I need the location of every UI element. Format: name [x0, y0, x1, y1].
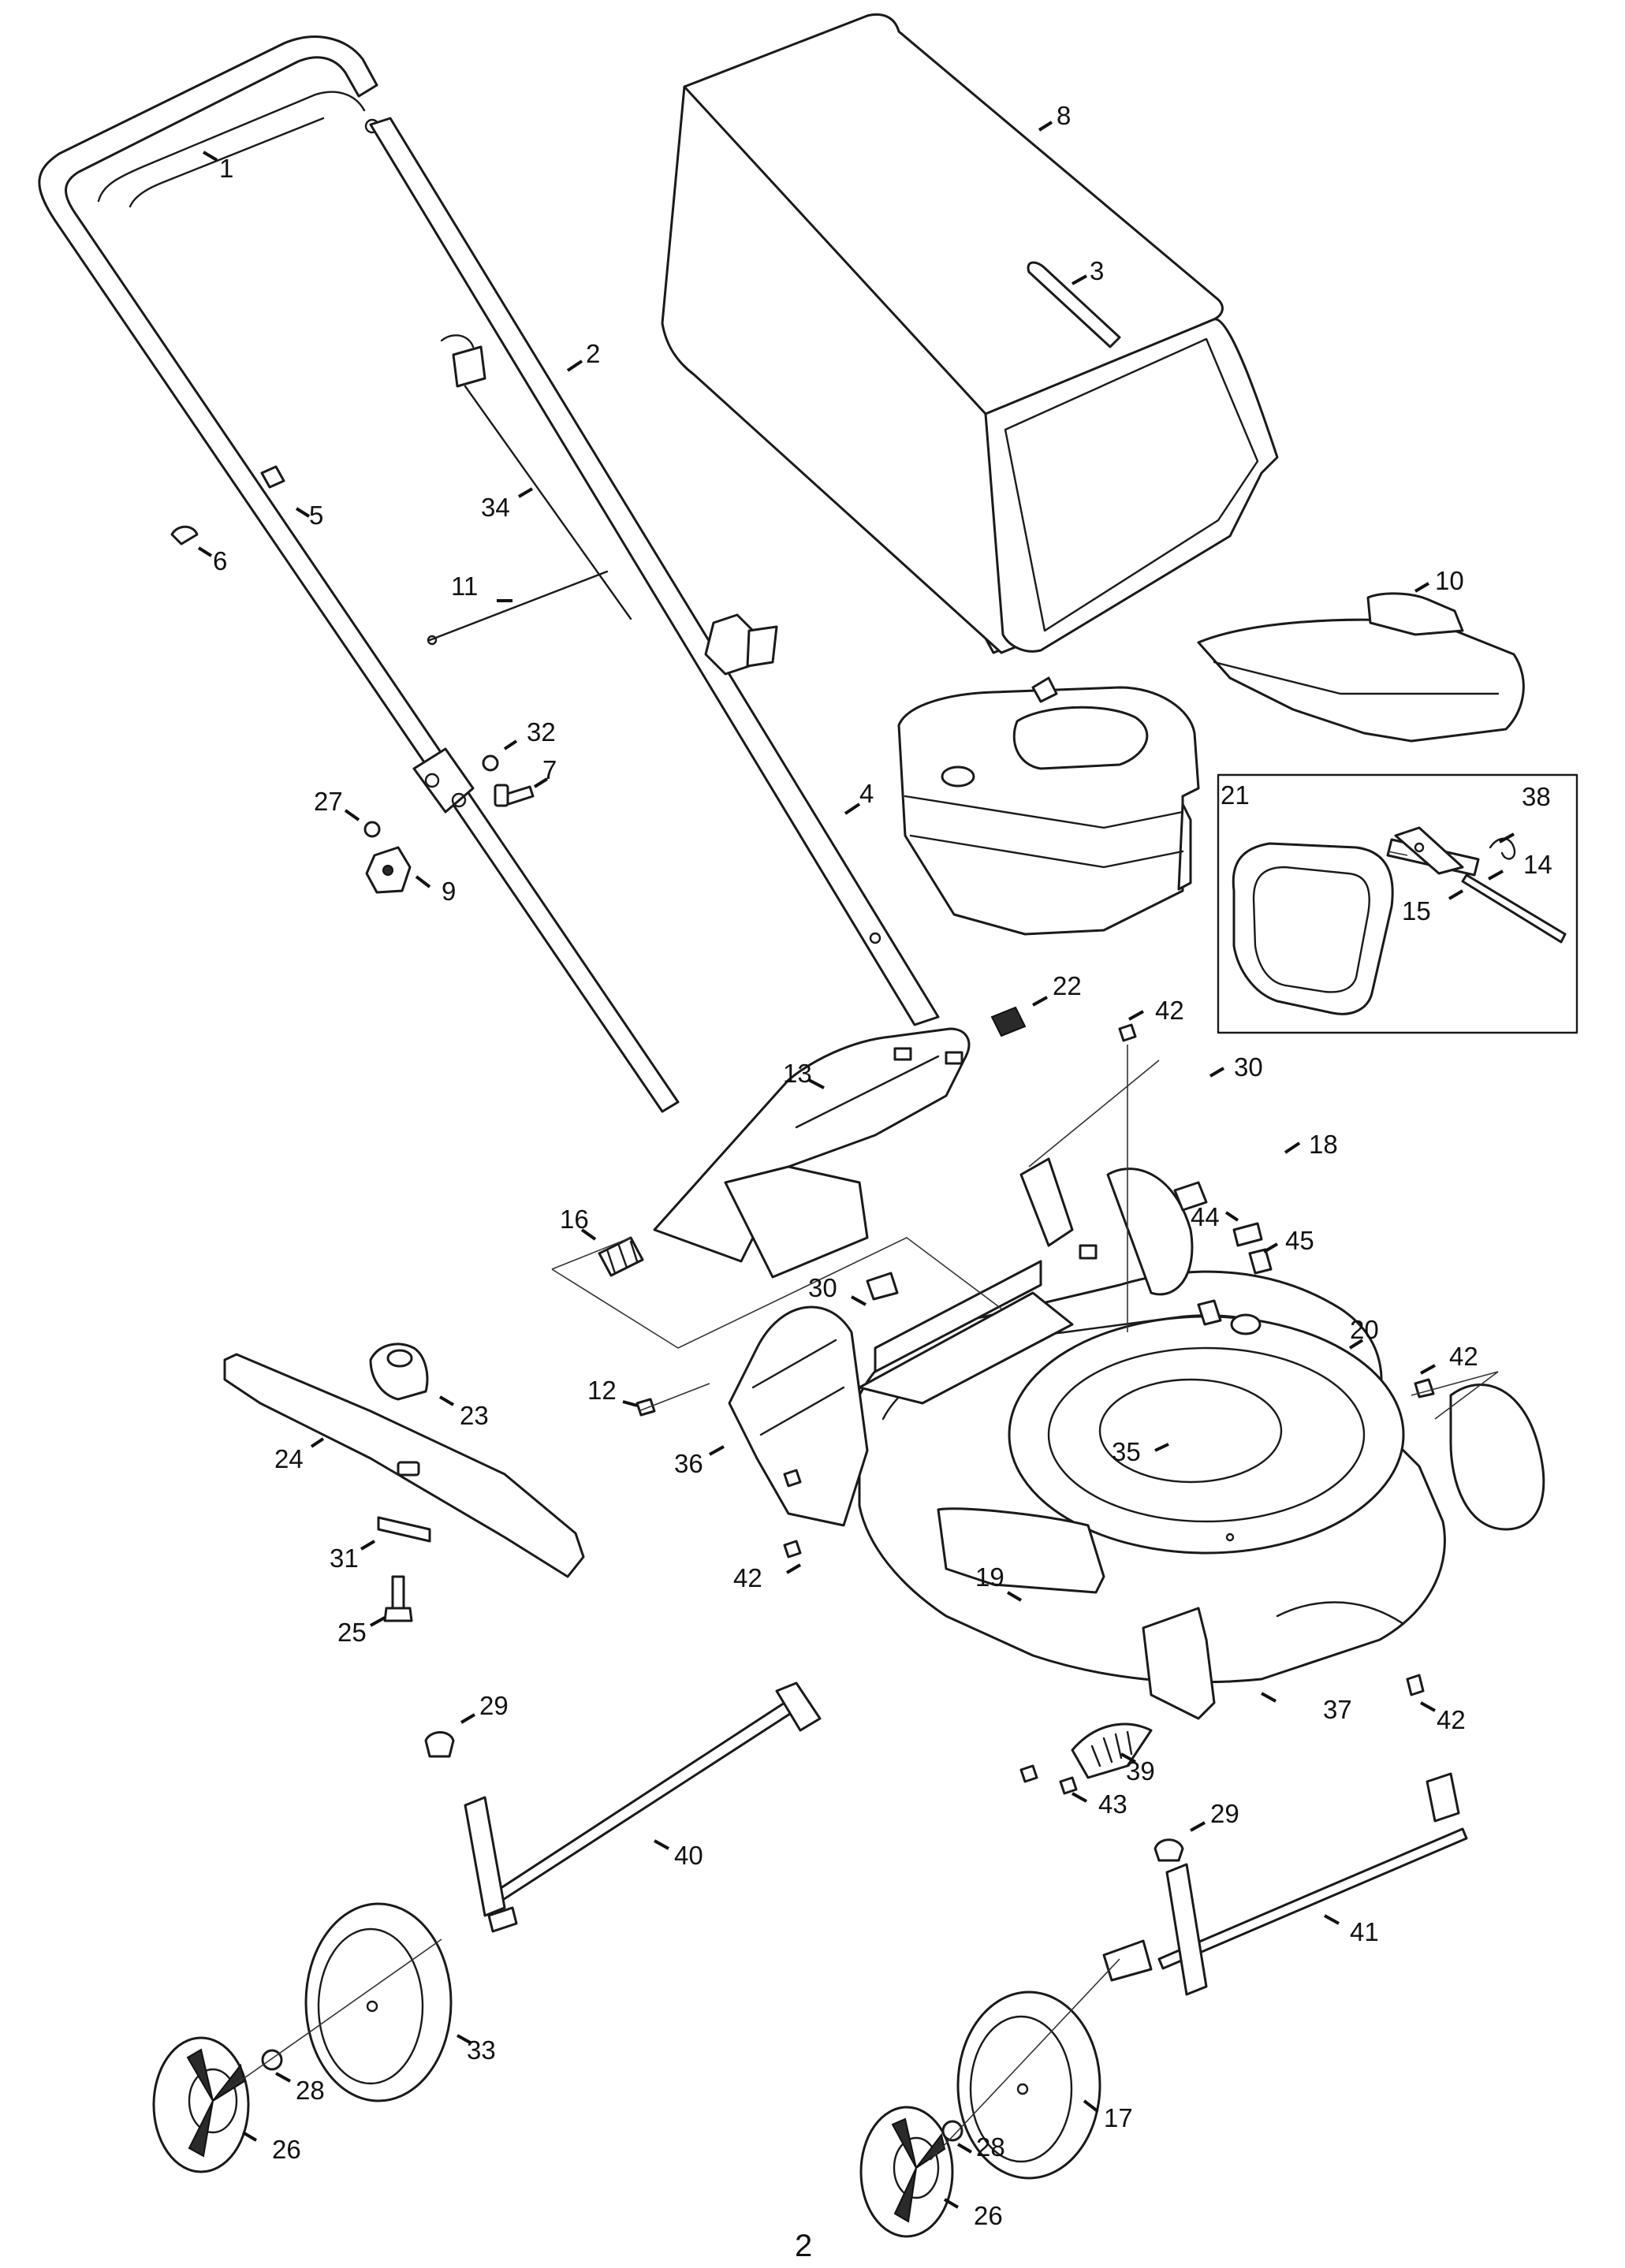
lower-handle [369, 117, 940, 1026]
callout-45: 45 [1285, 1226, 1314, 1255]
callout-30b: 30 [808, 1273, 837, 1302]
deflector-inset [1217, 773, 1578, 1034]
blade-bell-support [377, 1516, 431, 1543]
callout-40: 40 [674, 1841, 703, 1870]
callout-6: 6 [213, 546, 227, 575]
callout-23: 23 [460, 1401, 489, 1430]
callout-10: 10 [1435, 566, 1464, 595]
callout-1: 1 [219, 154, 233, 183]
callout-27: 27 [314, 787, 343, 816]
callout-36: 36 [674, 1449, 703, 1478]
callout-30a: 30 [1234, 1052, 1263, 1082]
callout-37: 37 [1323, 1695, 1352, 1724]
callout-31: 31 [330, 1544, 359, 1573]
callout-13: 13 [783, 1059, 812, 1088]
fasteners [635, 1023, 1435, 1795]
page-number: 2 [795, 2229, 812, 2263]
callout-32: 32 [527, 717, 556, 747]
callout-26b: 26 [974, 2201, 1003, 2230]
callout-22: 22 [1053, 971, 1082, 1000]
rear-door-rod-spring [990, 1006, 1027, 1037]
engine [897, 676, 1200, 936]
blade-bolt [383, 1575, 413, 1622]
wheel-nut-front [941, 2120, 963, 2142]
callout-34: 34 [481, 493, 510, 522]
callout-42c: 42 [733, 1563, 762, 1592]
callout-42d: 42 [1437, 1705, 1466, 1734]
callout-9: 9 [442, 877, 456, 906]
mower-deck [858, 1168, 1545, 1684]
callout-44: 44 [1191, 1202, 1220, 1231]
rear-wheel [304, 1902, 453, 2102]
callout-7: 7 [542, 755, 557, 784]
callout-5: 5 [309, 501, 323, 530]
wheel-caps [424, 1731, 1184, 1862]
rear-hubcap [152, 2036, 250, 2173]
front-hubcap [859, 2106, 954, 2238]
upper-handle [38, 35, 680, 1113]
callout-29b: 29 [1210, 1799, 1239, 1828]
cable-tie [427, 570, 609, 646]
callout-41: 41 [1350, 1917, 1379, 1946]
callout-33: 33 [467, 2035, 496, 2065]
callout-12: 12 [587, 1376, 617, 1405]
callout-16: 16 [560, 1205, 589, 1234]
callout-14: 14 [1523, 850, 1552, 879]
callouts: 1 2 3 4 5 6 7 8 9 10 11 12 13 14 15 16 1 [197, 101, 1552, 2230]
callout-43: 43 [1098, 1789, 1127, 1819]
front-axle [1102, 1772, 1468, 1996]
callout-18: 18 [1309, 1130, 1338, 1159]
callout-11: 11 [451, 572, 478, 601]
callout-35: 35 [1112, 1437, 1141, 1466]
callout-4: 4 [859, 779, 874, 808]
callout-8: 8 [1057, 101, 1071, 130]
front-wheel [956, 1991, 1101, 2180]
side-bracket [728, 1305, 869, 1527]
callout-15: 15 [1402, 896, 1431, 925]
mulch-plug [1197, 592, 1525, 743]
callout-26a: 26 [272, 2135, 301, 2164]
callout-38: 38 [1522, 782, 1551, 811]
blade-adapter [369, 1343, 429, 1401]
callout-42a: 42 [1155, 996, 1184, 1025]
rear-axle [464, 1681, 822, 1933]
callout-19: 19 [975, 1562, 1004, 1592]
callout-29a: 29 [479, 1691, 509, 1720]
guide-lines [228, 851, 1499, 2161]
callout-28a: 28 [296, 2076, 325, 2105]
callout-24: 24 [274, 1444, 304, 1473]
callout-3: 3 [1090, 256, 1104, 285]
height-adjuster [1071, 1607, 1216, 1779]
handle-bolt [363, 754, 535, 838]
callout-28b: 28 [976, 2132, 1005, 2162]
callout-21: 21 [1221, 780, 1250, 810]
callout-2: 2 [586, 339, 600, 368]
rear-door [653, 1027, 971, 1279]
grass-bag [661, 13, 1279, 654]
rear-deck-plate [858, 1157, 1098, 1405]
blade [223, 1353, 585, 1578]
callout-42b: 42 [1449, 1342, 1478, 1371]
handle-knob-upper [704, 613, 778, 676]
callout-25: 25 [337, 1618, 367, 1647]
cable-clip [170, 465, 285, 546]
control-cable [440, 334, 632, 620]
handle-knob-lower [365, 846, 412, 894]
callout-20: 20 [1350, 1315, 1379, 1344]
callout-17: 17 [1104, 2103, 1133, 2132]
callout-39: 39 [1126, 1756, 1155, 1786]
rear-door-spring [598, 1236, 644, 1277]
